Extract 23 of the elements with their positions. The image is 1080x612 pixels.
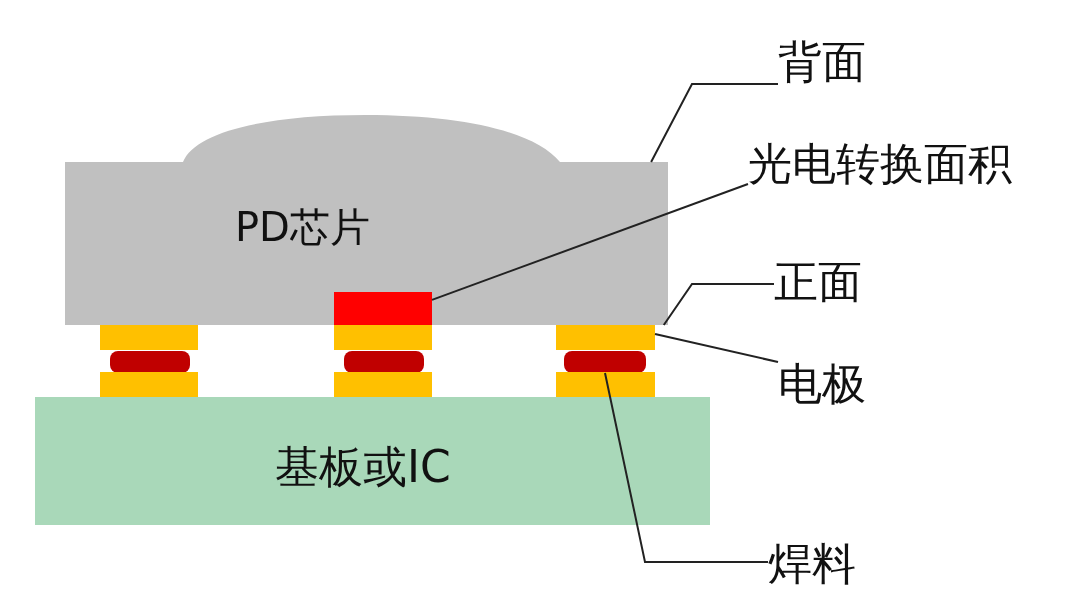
part-label: 光电转换面积	[748, 142, 1012, 186]
part-label: 电极	[778, 362, 866, 406]
solder-bump	[344, 351, 424, 373]
part-label: 焊料	[768, 542, 856, 586]
leader-line	[650, 83, 779, 163]
substrate-block	[35, 397, 710, 525]
electrode-pad	[556, 372, 655, 397]
leader-line	[431, 183, 749, 301]
part-name: PD芯片	[235, 207, 370, 247]
leader-line	[662, 283, 775, 326]
electrode-pad	[334, 372, 432, 397]
leader-line	[654, 333, 779, 363]
part-label: 正面	[774, 260, 862, 304]
solder-bump	[110, 351, 190, 373]
electrode-pad	[100, 372, 198, 397]
electrode-pad	[334, 325, 432, 350]
electrode-pad	[100, 325, 198, 350]
leader-line	[604, 372, 769, 563]
part-label: 背面	[778, 40, 866, 84]
active-area	[334, 292, 432, 325]
electrode-pad	[556, 325, 655, 350]
solder-bump	[564, 351, 646, 373]
part-name: 基板或IC	[275, 445, 451, 489]
